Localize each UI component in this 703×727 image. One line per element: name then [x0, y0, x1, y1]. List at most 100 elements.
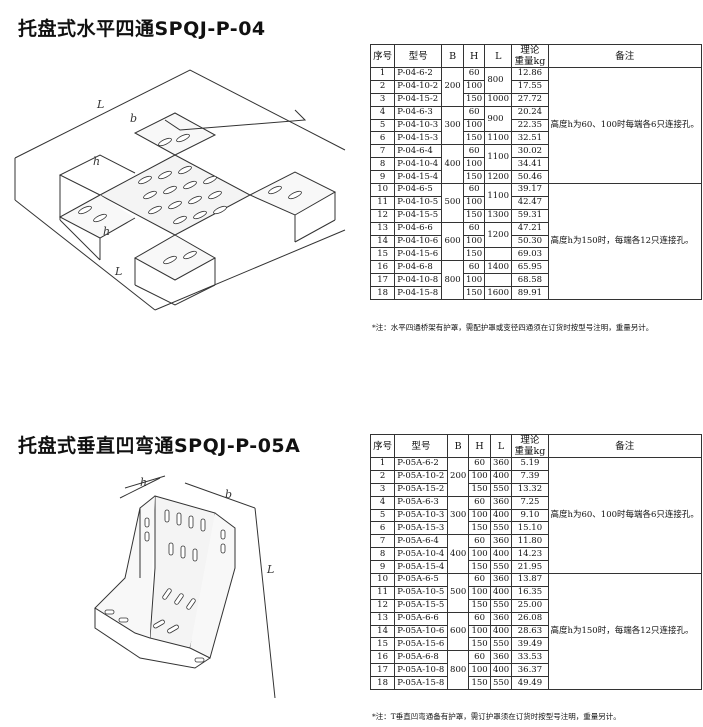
header-l: L: [489, 434, 513, 458]
cell-weight: 89.91: [511, 286, 549, 301]
cell-weight: 22.35: [511, 118, 549, 133]
cell-model: P-04-15-6: [394, 247, 443, 262]
cell-weight: 7.39: [511, 469, 549, 484]
cell-b: 800: [441, 260, 464, 301]
cell-model: P-05A-10-3: [394, 508, 448, 523]
cell-h: 60: [462, 67, 486, 81]
cell-l: 550: [489, 637, 513, 652]
cell-model: P-04-10-6: [394, 234, 443, 249]
cell-b: 400: [441, 144, 464, 185]
cell-no: 11: [369, 585, 396, 600]
header-no: 序号: [369, 44, 396, 68]
cell-h: 150: [462, 247, 486, 262]
cell-l: 400: [489, 508, 513, 523]
cell-h: 100: [462, 234, 486, 249]
cell-no: 10: [369, 573, 396, 587]
cell-weight: 15.10: [511, 521, 549, 536]
cell-l: 1600: [484, 286, 513, 301]
cell-l: 400: [489, 624, 513, 639]
cell-l: 1100: [484, 183, 513, 210]
cell-l: 550: [489, 560, 513, 575]
cell-model: P-04-15-5: [394, 208, 443, 223]
cell-l: 1000: [484, 92, 513, 107]
cell-b: 200: [441, 67, 464, 107]
cell-l: 1200: [484, 221, 513, 249]
cell-h: 150: [462, 286, 486, 301]
cell-model: P-04-6-8: [394, 260, 443, 275]
cell-no: 14: [369, 234, 396, 249]
cell-model: P-04-15-8: [394, 286, 443, 301]
cell-h: 150: [462, 92, 486, 107]
header-weight: 理论重量kg: [511, 44, 549, 68]
cell-h: 100: [468, 469, 491, 484]
cell-weight: 39.17: [511, 183, 549, 197]
remark-a: 高度h为60、100时每端各6只连接孔。: [547, 456, 702, 575]
cell-l: 360: [489, 534, 513, 549]
cell-weight: 21.95: [511, 560, 549, 575]
cell-model: P-05A-15-8: [394, 676, 448, 691]
cell-l: 1100: [484, 131, 513, 146]
cell-no: 13: [369, 221, 396, 236]
cell-l: 900: [484, 105, 513, 133]
fig1-label-b: b: [130, 112, 137, 125]
cell-h: 100: [462, 157, 486, 172]
cell-model: P-05A-6-4: [394, 534, 448, 549]
cell-h: 60: [462, 183, 486, 197]
header-no: 序号: [369, 434, 396, 458]
cell-model: P-04-10-5: [394, 195, 443, 210]
cell-no: 16: [369, 650, 396, 665]
cell-model: P-05A-15-3: [394, 521, 448, 536]
cell-l: 360: [489, 495, 513, 510]
header-remark: 备注: [547, 44, 703, 68]
cell-h: 150: [468, 560, 491, 575]
cell-no: 8: [369, 547, 396, 562]
cell-model: P-05A-10-4: [394, 547, 448, 562]
cell-l: [484, 247, 513, 262]
cell-no: 18: [369, 286, 396, 301]
cell-weight: 17.55: [511, 79, 549, 94]
cell-l: 550: [489, 521, 513, 536]
cell-model: P-05A-6-2: [394, 457, 448, 471]
footnote-2: *注：T垂直凹弯通备有护罩，需订护罩须在订货时按型号注明，重量另计。: [372, 712, 621, 721]
cell-model: P-05A-15-2: [394, 482, 448, 497]
cell-h: 100: [468, 663, 491, 678]
header-b: B: [441, 44, 464, 68]
cell-model: P-05A-10-5: [394, 585, 448, 600]
remark-b: 高度h为150时，每端各12只连接孔。: [547, 573, 702, 691]
cell-l: 800: [484, 67, 513, 94]
cell-weight: 27.72: [511, 92, 549, 107]
cell-no: 5: [369, 508, 396, 523]
header-b: B: [446, 434, 470, 458]
cell-h: 60: [468, 534, 491, 549]
cell-l: 400: [489, 585, 513, 600]
cell-weight: 59.31: [511, 208, 549, 223]
cell-no: 9: [369, 170, 396, 185]
cell-l: 1300: [484, 208, 513, 223]
cell-model: P-04-15-3: [394, 131, 443, 146]
cell-l: 400: [489, 547, 513, 562]
cell-no: 9: [369, 560, 396, 575]
cell-l: 360: [489, 573, 513, 587]
cell-weight: 30.02: [511, 144, 549, 159]
cell-h: 60: [468, 650, 491, 665]
header-model: 型号: [394, 434, 448, 458]
cell-h: 60: [468, 573, 491, 587]
cell-weight: 26.08: [511, 611, 549, 626]
cell-no: 5: [369, 118, 396, 133]
cell-weight: 47.21: [511, 221, 549, 236]
cell-no: 13: [369, 611, 396, 626]
cell-no: 14: [369, 624, 396, 639]
cell-l: 400: [489, 469, 513, 484]
cell-weight: 5.19: [511, 457, 549, 471]
cell-model: P-04-15-4: [394, 170, 443, 185]
